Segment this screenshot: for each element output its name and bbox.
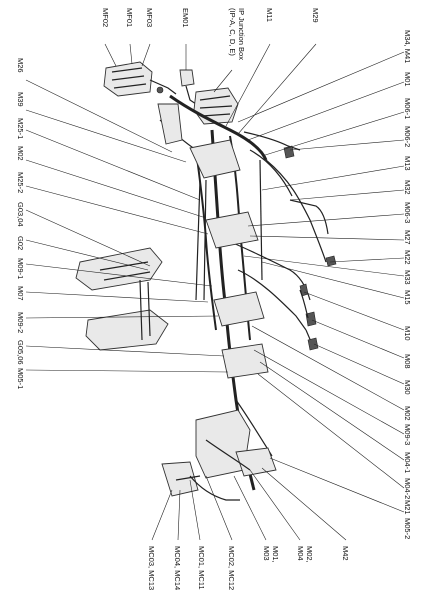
label-mc03-mc13: MC03, MC13 bbox=[147, 546, 156, 591]
label-ip-junction-box: IP Junction Box (IP-A, C, D, E) bbox=[228, 8, 246, 60]
label-m09-1: M09-1 bbox=[16, 258, 25, 280]
label-m25-1: M25-1 bbox=[16, 118, 25, 140]
label-m06-3: M06-3 bbox=[403, 202, 412, 224]
crossbar-structure bbox=[157, 103, 269, 379]
label-m30: M30 bbox=[403, 380, 412, 395]
label-m29: M29 bbox=[311, 8, 320, 23]
label-m10: M10 bbox=[403, 326, 412, 341]
floor-console bbox=[161, 409, 277, 501]
label-m32: M32 bbox=[403, 180, 412, 195]
label-m34-m41: M34, M41 bbox=[403, 30, 412, 64]
label-m04-1: M04-1 bbox=[403, 452, 412, 474]
label-m08: M08 bbox=[403, 354, 412, 369]
label-m09-2: M09-2 bbox=[16, 312, 25, 334]
ip-junction-box bbox=[193, 87, 239, 125]
label-em01: EM01 bbox=[181, 8, 190, 28]
label-m13: M13 bbox=[403, 156, 412, 171]
label-m27: M27 bbox=[403, 230, 412, 245]
label-m22: M22 bbox=[403, 250, 412, 265]
label-m02-left: M02 bbox=[16, 146, 25, 161]
label-g03-04: G03,04 bbox=[16, 202, 25, 227]
label-m11: M11 bbox=[265, 8, 274, 23]
steering-column-bracket bbox=[75, 247, 169, 351]
label-m15: M15 bbox=[403, 290, 412, 305]
label-m06-1: M06-1 bbox=[403, 98, 412, 120]
label-m06-2: M06-2 bbox=[403, 126, 412, 148]
label-m02-m04: M02, M04 bbox=[296, 546, 314, 563]
label-m07: M07 bbox=[16, 286, 25, 301]
label-m39: M39 bbox=[16, 92, 25, 107]
label-m05-1: M05-1 bbox=[16, 368, 25, 390]
right-side-connectors bbox=[283, 145, 337, 351]
em01-connector bbox=[179, 69, 197, 105]
label-mf01: MF01 bbox=[125, 8, 134, 28]
label-m26: M26 bbox=[16, 58, 25, 73]
label-m01-m03: M01, M03 bbox=[262, 546, 280, 563]
label-g05-06: G05,06 bbox=[16, 340, 25, 365]
label-m02-right: M02 bbox=[403, 406, 412, 421]
label-m05-2: M05-2 bbox=[403, 518, 412, 540]
label-m21: M21 bbox=[403, 500, 412, 515]
label-m01: M01 bbox=[403, 72, 412, 87]
label-mf03: MF03 bbox=[145, 8, 154, 28]
label-m42: M42 bbox=[341, 546, 350, 561]
fuse-box-component bbox=[103, 61, 177, 97]
label-mf02: MF02 bbox=[101, 8, 110, 28]
label-m04-2: M04-2 bbox=[403, 478, 412, 500]
label-mc04-mc14: MC04, MC14 bbox=[173, 546, 182, 591]
label-g02: G02 bbox=[16, 236, 25, 251]
label-mc02-mc12: MC02, MC12 bbox=[227, 546, 236, 591]
label-m25-2: M25-2 bbox=[16, 172, 25, 194]
label-m33: M33 bbox=[403, 270, 412, 285]
label-m09-3: M09-3 bbox=[403, 424, 412, 446]
label-mc01-mc11: MC01, MC11 bbox=[197, 546, 206, 590]
leader-lines bbox=[25, 43, 405, 541]
